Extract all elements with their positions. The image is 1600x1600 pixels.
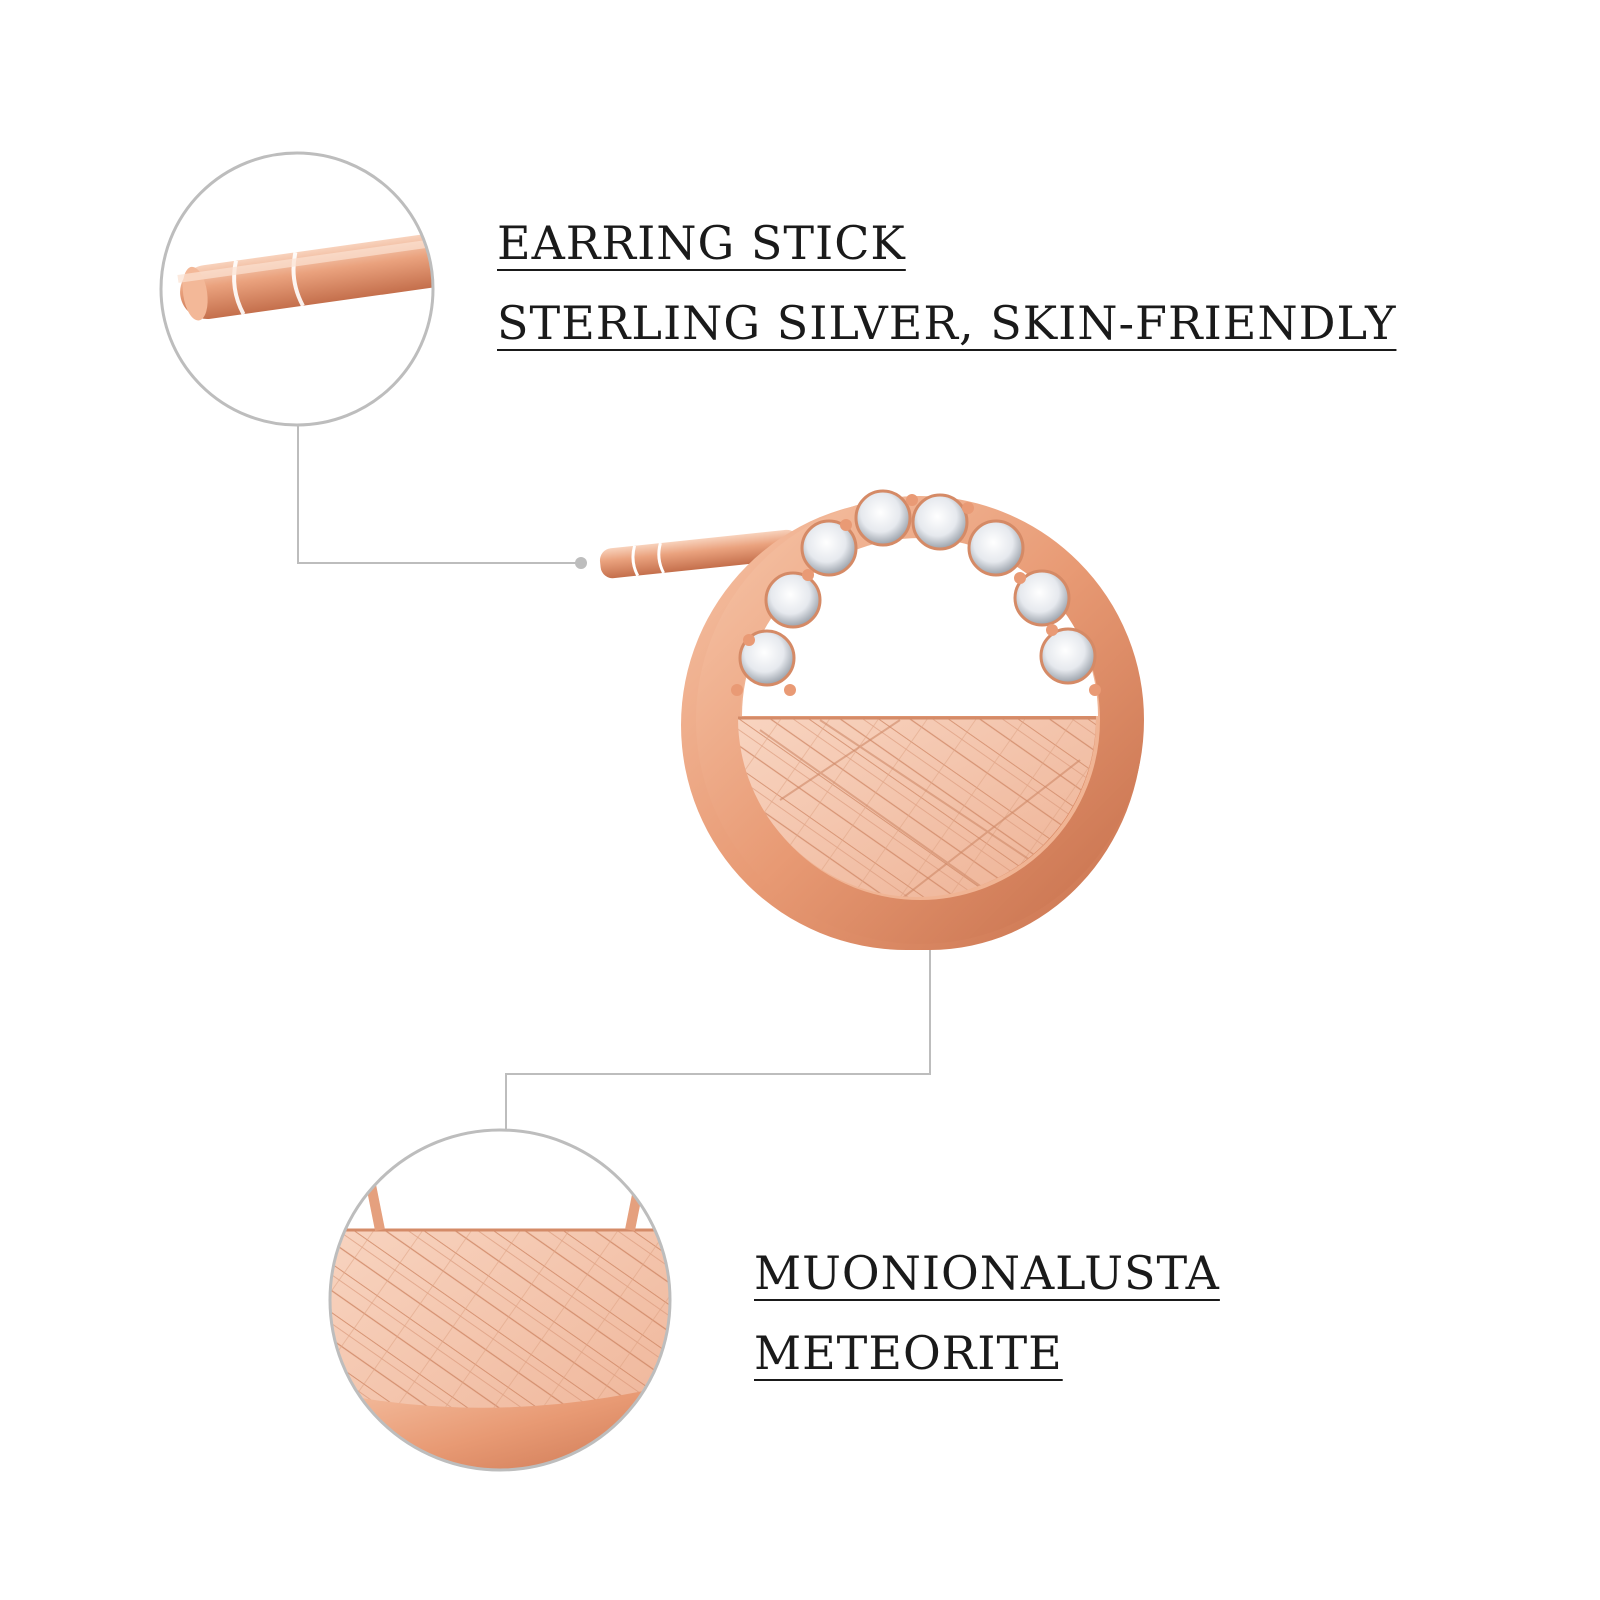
stick-subtitle: STERLING SILVER, SKIN-FRIENDLY bbox=[497, 296, 1397, 350]
leader-line-stone bbox=[505, 848, 931, 1130]
stone-title: MUONIONALUSTA bbox=[754, 1246, 1220, 1300]
stone-subtitle: METEORITE bbox=[754, 1326, 1063, 1380]
stick-title: EARRING STICK bbox=[497, 216, 906, 270]
leader-dot-stick bbox=[575, 557, 587, 569]
gem-row bbox=[731, 489, 1101, 696]
leader-line-stick bbox=[297, 425, 580, 564]
stick-zoom-circle bbox=[159, 151, 435, 427]
earring bbox=[599, 489, 1144, 950]
stone-zoom-circle bbox=[328, 1128, 672, 1472]
